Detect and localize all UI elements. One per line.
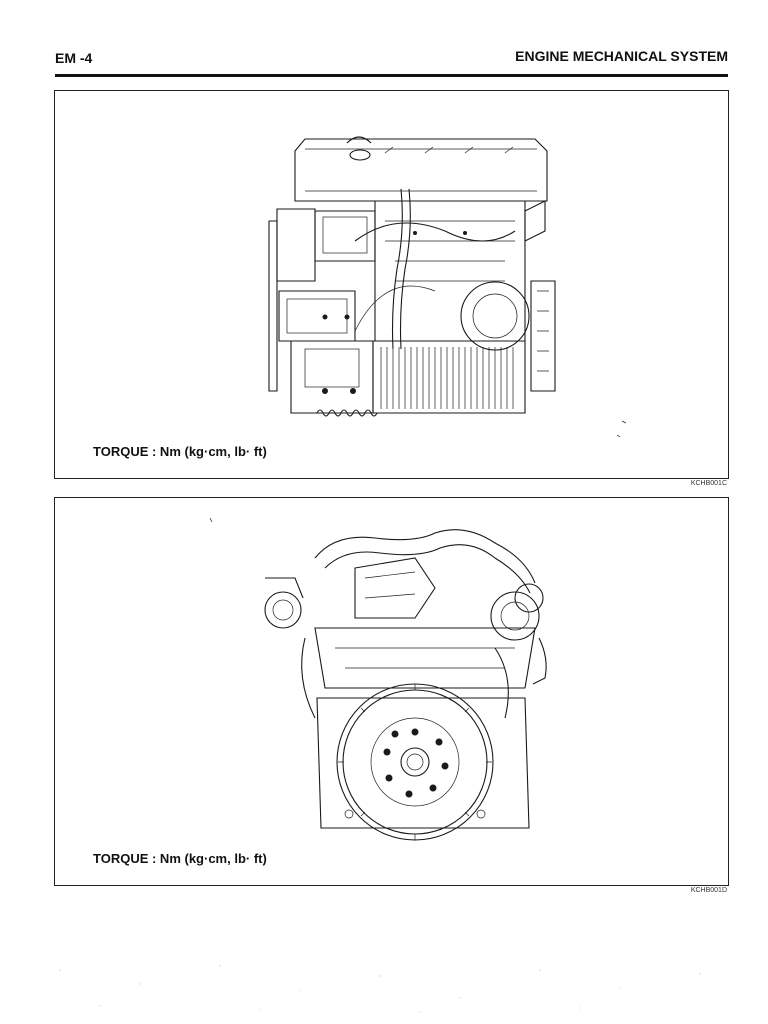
- engine-rear-illustration: [209, 517, 547, 841]
- figure-code: KCHB001D: [690, 887, 727, 894]
- section-title: ENGINE MECHANICAL SYSTEM: [515, 48, 728, 64]
- figure-caption: TORQUE : Nm (kg·cm, lb· ft): [93, 851, 267, 866]
- figure-engine-side-view: TORQUE : Nm (kg·cm, lb· ft): [54, 90, 729, 479]
- engine-side-illustration: [268, 136, 627, 438]
- figure-code: KCHB001C: [690, 480, 727, 487]
- figure-caption: TORQUE : Nm (kg·cm, lb· ft): [93, 444, 267, 459]
- scan-noise: [59, 965, 701, 1013]
- section-number: EM -4: [55, 50, 93, 66]
- figure-engine-rear-view: TORQUE : Nm (kg·cm, lb· ft): [54, 497, 729, 886]
- page-header: EM -4 ENGINE MECHANICAL SYSTEM: [55, 48, 728, 77]
